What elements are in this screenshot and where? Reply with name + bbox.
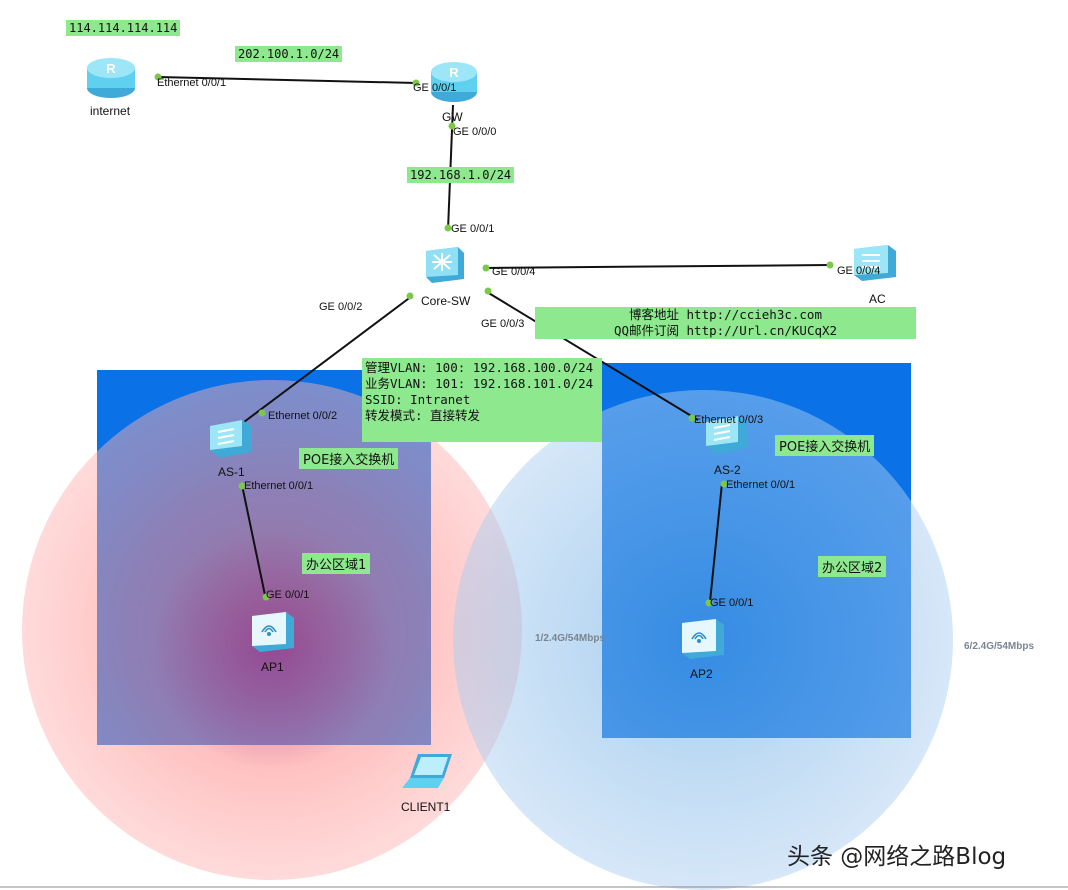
port-dot (484, 287, 492, 295)
core-switch[interactable] (422, 243, 466, 283)
port-label: Ethernet 0/0/2 (268, 410, 338, 422)
access-controller[interactable] (852, 243, 898, 283)
port-label: GE 0/0/1 (451, 223, 495, 235)
client1-laptop[interactable] (400, 752, 456, 792)
port-dot (154, 73, 162, 81)
svg-text:R: R (449, 65, 459, 80)
port-label: GE 0/0/3 (481, 318, 525, 330)
link-core-as1 (239, 295, 413, 426)
wan-network-tag: 202.100.1.0/24 (235, 46, 343, 62)
as2-switch[interactable] (704, 414, 750, 454)
lan-network-tag: 192.168.1.0/24 (407, 167, 515, 183)
port-dot (262, 593, 270, 601)
poe-switch-tag-2: POE接入交换机 (775, 435, 875, 456)
link-core-as2 (486, 291, 699, 421)
ap2-name: AP2 (690, 667, 713, 681)
port-label: GE 0/0/1 (413, 82, 457, 94)
ap2-rate-label: 6/2.4G/54Mbps (964, 641, 1035, 652)
gw-router[interactable]: R (428, 58, 480, 104)
access-point-icon (682, 619, 724, 659)
blog-info-box: 博客地址 http://ccieh3c.com QQ邮件订阅 http://Ur… (535, 307, 916, 339)
port-dot (720, 480, 728, 488)
port-label: Ethernet 0/0/1 (244, 480, 314, 492)
ac-name: AC (869, 292, 886, 306)
port-dot (826, 261, 834, 269)
internet-router[interactable]: R (84, 54, 138, 100)
vlan-info-box: 管理VLAN: 100: 192.168.100.0/24 业务VLAN: 10… (362, 358, 602, 442)
port-label: GE 0/0/4 (492, 266, 536, 278)
access-controller-icon (854, 245, 896, 281)
access-point-icon (252, 612, 294, 652)
client1-name: CLIENT1 (401, 800, 451, 814)
switch-icon (706, 416, 748, 454)
as1-switch[interactable] (208, 418, 254, 458)
core-switch-icon (426, 247, 464, 283)
internet-name: internet (90, 104, 131, 118)
port-dot (444, 224, 452, 232)
as1-name: AS-1 (218, 465, 245, 479)
gw-name: GW (442, 110, 463, 124)
office-area-tag-2: 办公区域2 (818, 556, 887, 577)
port-dot (406, 292, 414, 300)
link-internet-gw (157, 76, 417, 84)
port-dot (688, 414, 696, 422)
port-label: GE 0/0/1 (266, 589, 310, 601)
poe-switch-tag-1: POE接入交换机 (299, 448, 399, 469)
link-as1-ap1 (241, 484, 267, 601)
router-icon: R (87, 58, 135, 98)
port-dot (705, 599, 713, 607)
port-dot (238, 482, 246, 490)
ap1-name: AP1 (261, 660, 284, 674)
router-icon: R (431, 62, 477, 102)
port-dot (412, 79, 420, 87)
port-dot (482, 264, 490, 272)
info-service-vlan: 业务VLAN: 101: 192.168.101.0/24 (365, 376, 594, 391)
laptop-icon (402, 754, 452, 788)
port-label: GE 0/0/0 (453, 126, 497, 138)
ap2[interactable] (680, 617, 726, 661)
office-area-tag-1: 办公区域1 (302, 553, 371, 574)
ap1-rate-label: 1/2.4G/54Mbps (535, 633, 606, 644)
as2-name: AS-2 (714, 463, 741, 477)
internet-ip-tag: 114.114.114.114 (66, 20, 181, 36)
port-label: Ethernet 0/0/1 (157, 77, 227, 89)
switch-icon (210, 420, 252, 458)
ap1[interactable] (250, 610, 296, 654)
link-as2-ap2 (709, 482, 723, 603)
svg-text:R: R (106, 61, 116, 76)
port-label: GE 0/0/1 (710, 597, 754, 609)
info-ssid: SSID: Intranet (365, 392, 471, 407)
watermark: 头条 @网络之路Blog (787, 844, 1007, 870)
port-label: Ethernet 0/0/3 (694, 414, 764, 426)
blog-address: 博客地址 http://ccieh3c.com (629, 307, 822, 322)
port-label: GE 0/0/2 (319, 301, 363, 313)
blog-subscribe: QQ邮件订阅 http://Url.cn/KUCqX2 (613, 323, 838, 338)
info-mgmt-vlan: 管理VLAN: 100: 192.168.100.0/24 (365, 360, 594, 375)
port-label: GE 0/0/4 (837, 265, 881, 277)
core-sw-name: Core-SW (421, 294, 471, 308)
port-dot (258, 409, 266, 417)
port-dot (448, 122, 456, 130)
port-label: Ethernet 0/0/1 (726, 479, 796, 491)
info-forward-mode: 转发模式: 直接转发 (365, 408, 481, 423)
link-core-ac (482, 264, 831, 269)
